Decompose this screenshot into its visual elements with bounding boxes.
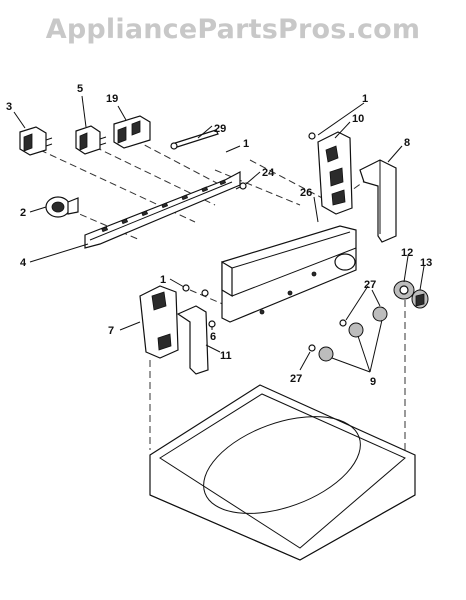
part-11-bracket <box>176 305 209 375</box>
part-4-control-bracket <box>84 171 241 249</box>
callout-2: 2 <box>20 207 26 219</box>
callout-1-top: 1 <box>362 93 368 105</box>
part-2-knob <box>45 196 79 218</box>
callout-7: 7 <box>108 325 114 337</box>
callout-1: 1 <box>243 138 249 150</box>
callout-10: 10 <box>352 113 364 125</box>
watermark-logo: AppliancePartsPros.com <box>45 14 421 45</box>
washer-top-frame <box>149 384 416 561</box>
part-10-bracket <box>308 131 353 215</box>
callout-5: 5 <box>77 83 83 95</box>
part-12-knob <box>393 280 415 300</box>
callout-27-right: 27 <box>364 279 376 291</box>
callout-9: 9 <box>370 376 376 388</box>
part-19-timer <box>113 115 151 149</box>
callout-24: 24 <box>262 167 275 179</box>
callout-26: 26 <box>300 187 312 199</box>
part-3-switch <box>19 126 53 156</box>
callout-11: 11 <box>220 350 232 362</box>
callout-13: 13 <box>420 257 432 269</box>
callout-8: 8 <box>404 137 410 149</box>
part-5-switch <box>75 125 107 155</box>
callout-1-left: 1 <box>160 274 166 286</box>
part-7-end-cap <box>139 285 179 359</box>
callout-6: 6 <box>210 331 216 343</box>
part-26-console-panel <box>221 225 357 323</box>
callout-labels: 3 5 19 29 1 1 10 8 24 26 2 4 1 7 6 11 12… <box>6 83 432 388</box>
callout-19: 19 <box>106 93 118 105</box>
callout-12: 12 <box>401 247 413 259</box>
part-9-knobs <box>318 306 388 362</box>
callout-27-bottom: 27 <box>290 373 302 385</box>
part-8-end-cap <box>359 159 397 243</box>
callout-4: 4 <box>20 257 27 269</box>
leader-lines <box>13 95 425 373</box>
part-27-clips <box>308 319 347 352</box>
callout-29: 29 <box>214 123 226 135</box>
part-13-knob-cap <box>411 289 429 309</box>
part-24-screw <box>235 182 247 190</box>
part-29-rod <box>170 129 219 150</box>
callout-3: 3 <box>6 101 12 113</box>
